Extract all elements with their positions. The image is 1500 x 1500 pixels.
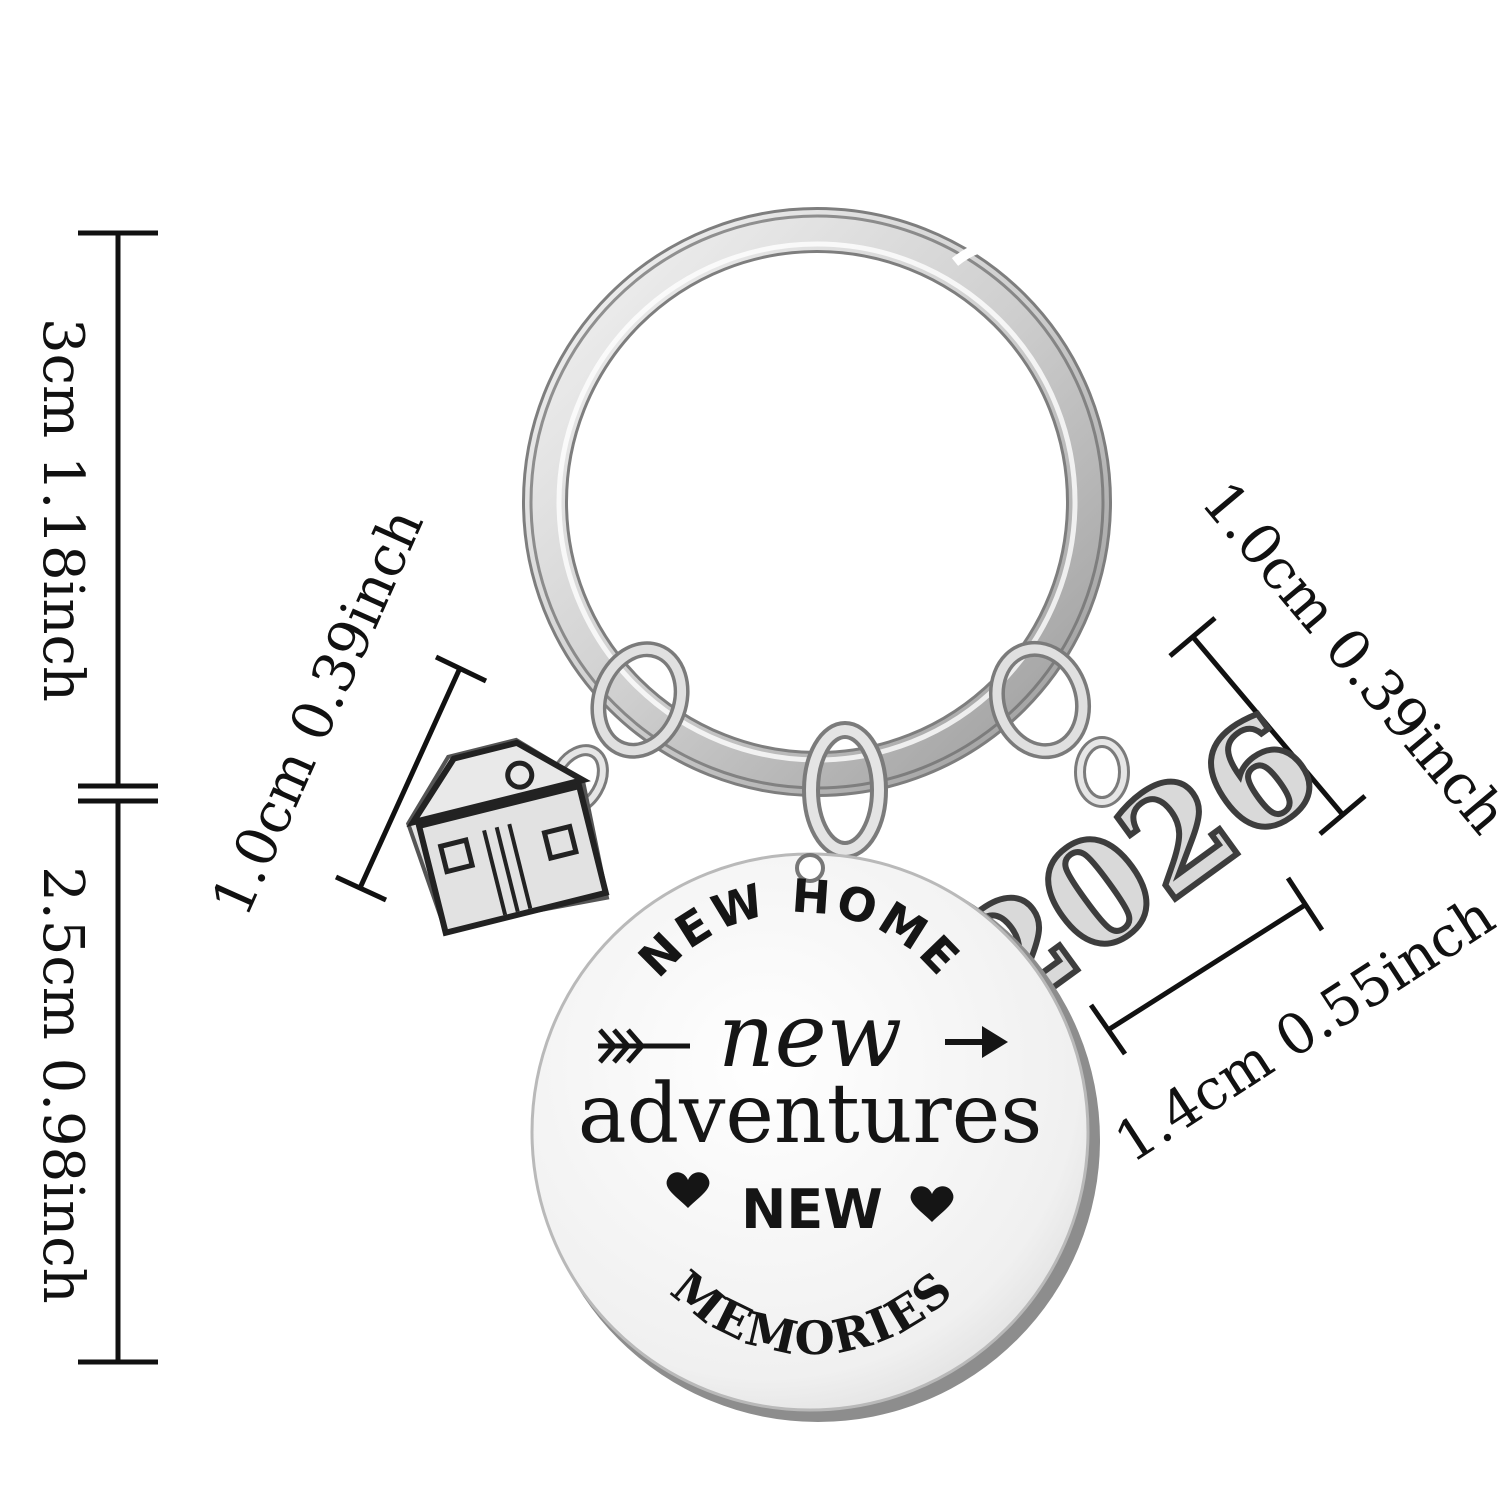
heart-icon-right — [910, 1186, 954, 1222]
key-ring-icon — [522, 207, 1112, 797]
arrow-icon-left — [598, 1028, 690, 1064]
height-dimension-bar — [78, 230, 158, 1365]
arrow-icon-right — [945, 1026, 1008, 1058]
tag-line-new: new — [718, 984, 902, 1087]
round-tag: NEW HOME new adventures NEW MEMORIES — [530, 852, 1100, 1422]
tag-line-new-2: NEW — [741, 1178, 883, 1241]
house-charm-dimension-bar — [334, 654, 488, 903]
house-charm-size-label: 1.0cm 0.39inch — [199, 499, 436, 925]
total-height-label: 3cm 1.18inch — [30, 318, 95, 702]
heart-icon-left — [666, 1172, 710, 1208]
house-charm-icon — [405, 737, 610, 937]
year-charm-height-dimension-bar — [1168, 616, 1367, 836]
tag-height-label: 2.5cm 0.98inch — [30, 866, 95, 1303]
year-charm-width-dimension-bar — [1088, 876, 1325, 1056]
tag-line-adventures: adventures — [578, 1067, 1043, 1162]
